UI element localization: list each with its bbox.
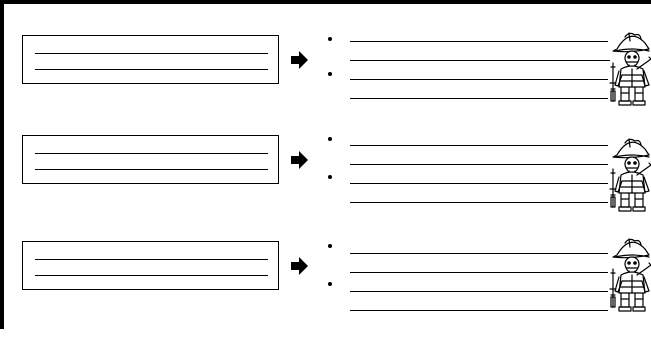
answer-line[interactable] bbox=[350, 310, 608, 311]
answer-line[interactable] bbox=[350, 60, 610, 61]
answer-line[interactable] bbox=[350, 145, 608, 146]
conquistador-icon bbox=[609, 138, 651, 212]
worksheet-row-1 bbox=[4, 32, 651, 135]
bullet-point bbox=[328, 72, 332, 76]
worksheet-page bbox=[0, 0, 651, 329]
bullet-point bbox=[328, 37, 332, 41]
answer-line[interactable] bbox=[350, 291, 608, 292]
bullet-point bbox=[328, 282, 332, 286]
prompt-box[interactable] bbox=[22, 241, 279, 290]
answer-line[interactable] bbox=[350, 272, 608, 273]
right-arrow-icon bbox=[291, 51, 308, 69]
writing-line bbox=[35, 259, 268, 260]
answer-line[interactable] bbox=[350, 79, 608, 80]
writing-line bbox=[35, 53, 268, 54]
conquistador-icon bbox=[609, 238, 651, 312]
answer-line[interactable] bbox=[350, 183, 608, 184]
writing-line bbox=[35, 169, 268, 170]
bullet-point bbox=[328, 244, 332, 248]
prompt-box[interactable] bbox=[22, 135, 279, 184]
bullet-point bbox=[328, 137, 332, 141]
conquistador-icon bbox=[609, 32, 651, 106]
right-arrow-icon bbox=[291, 257, 308, 275]
answer-line[interactable] bbox=[350, 253, 608, 254]
writing-line bbox=[35, 69, 268, 70]
writing-line bbox=[35, 153, 268, 154]
answer-line[interactable] bbox=[350, 164, 608, 165]
answer-line[interactable] bbox=[350, 98, 608, 99]
answer-line[interactable] bbox=[350, 202, 608, 203]
writing-line bbox=[35, 275, 268, 276]
prompt-box[interactable] bbox=[22, 35, 279, 84]
answer-line[interactable] bbox=[350, 41, 608, 42]
right-arrow-icon bbox=[291, 151, 308, 169]
worksheet-row-2 bbox=[4, 135, 651, 235]
bullet-point bbox=[328, 175, 332, 179]
worksheet-row-3 bbox=[4, 238, 651, 341]
